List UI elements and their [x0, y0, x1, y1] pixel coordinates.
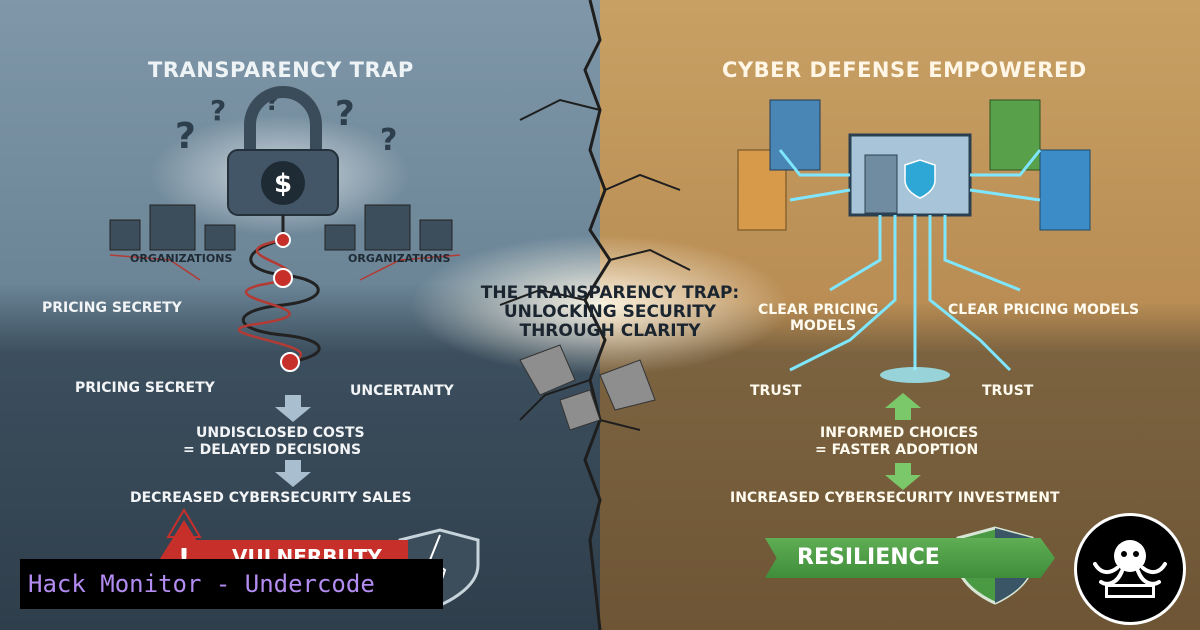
trust-label-right: TRUST	[982, 383, 1034, 399]
glow-base	[880, 367, 950, 383]
path-node	[273, 232, 300, 372]
svg-text:?: ?	[175, 116, 196, 157]
building-icon	[109, 204, 453, 251]
question-mark-icon: ? ? ? ? ?	[175, 87, 397, 158]
decreased-sales-label: DECREASED CYBERSECURITY SALES	[130, 490, 412, 506]
clear-pricing-left-line2: MODELS	[790, 318, 857, 334]
tangled-path	[109, 215, 461, 364]
resilience-label: RESILIENCE	[797, 545, 940, 570]
clear-pricing-right-label: CLEAR PRICING MODELS	[948, 302, 1140, 318]
center-title-line1: THE TRANSPARENCY TRAP:	[480, 283, 740, 303]
rubble	[519, 344, 656, 431]
watermark-label: Hack Monitor - Undercode	[20, 559, 443, 609]
svg-text:$: $	[274, 169, 292, 199]
increased-investment-label: INCREASED CYBERSECURITY INVESTMENT	[730, 490, 1060, 506]
pricing-secrecy-label-bottom: PRICING SECRETY	[75, 380, 215, 396]
server-icon	[737, 99, 1091, 231]
crack	[499, 0, 691, 630]
up-down-arrow-icon	[885, 393, 921, 490]
svg-text:?: ?	[335, 94, 355, 134]
delayed-decisions-label: = DELAYED DECISIONS	[183, 442, 362, 458]
padlock-dollar-icon: $	[227, 86, 339, 216]
center-glow	[410, 235, 790, 375]
faster-adoption-label: = FASTER ADOPTION	[815, 442, 979, 458]
organizations-label-right: ORGANIZATIONS	[348, 252, 451, 265]
uncertainty-label: UNCERTANTY	[350, 383, 454, 399]
organizations-label-left: ORGANIZATIONS	[130, 252, 233, 265]
glowing-circuit	[778, 149, 1042, 372]
down-arrow-icon	[275, 395, 311, 487]
left-heading: TRANSPARENCY TRAP	[148, 58, 414, 82]
right-heading: CYBER DEFENSE EMPOWERED	[722, 58, 1087, 82]
trust-label-left: TRUST	[750, 383, 802, 399]
undisclosed-costs-label: UNDISCLOSED COSTS	[196, 425, 365, 441]
door-icon	[848, 133, 972, 217]
clear-pricing-left-line1: CLEAR PRICING	[758, 302, 879, 318]
informed-choices-label: INFORMED CHOICES	[820, 425, 979, 441]
logo-octopus-icon	[1074, 513, 1186, 625]
svg-text:?: ?	[380, 123, 397, 158]
pricing-secrecy-label-top: PRICING SECRETY	[42, 300, 182, 316]
svg-text:?: ?	[210, 94, 226, 127]
center-title-line2: UNLOCKING SECURITY	[503, 302, 717, 322]
center-title-line3: THROUGH CLARITY	[519, 321, 701, 341]
resilience-banner	[765, 538, 1055, 578]
center-title: THE TRANSPARENCY TRAP: UNLOCKING SECURIT…	[450, 284, 770, 341]
logo-octopus-graphic	[1093, 540, 1167, 598]
